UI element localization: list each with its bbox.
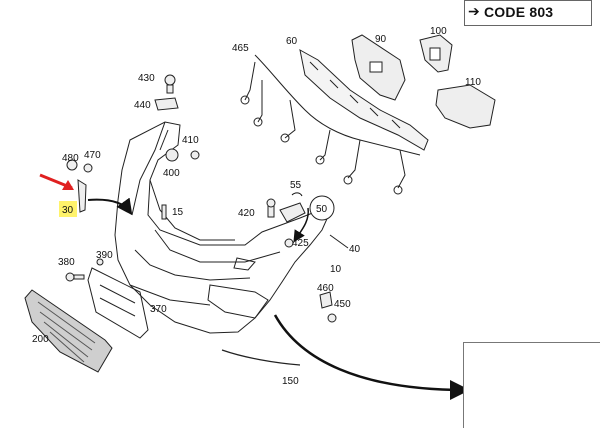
label-110: 110 <box>465 77 481 88</box>
label-430: 430 <box>138 73 155 84</box>
label-410: 410 <box>182 135 199 146</box>
label-480: 480 <box>62 153 79 164</box>
fasteners <box>65 74 349 323</box>
bumper-cover <box>114 121 331 334</box>
leader-arrow-inset <box>273 314 470 400</box>
code-label: CODE 803 <box>484 4 554 20</box>
label-440: 440 <box>134 100 151 111</box>
label-10: 10 <box>330 264 342 275</box>
license-plate-bracket <box>87 267 149 339</box>
label-50: 50 <box>316 204 328 215</box>
label-60: 60 <box>286 36 298 47</box>
label-150: 150 <box>282 376 299 387</box>
bracket-100 <box>419 34 453 73</box>
label-90: 90 <box>375 34 387 45</box>
trim-strip <box>221 349 301 366</box>
label-400: 400 <box>163 168 180 179</box>
label-450: 450 <box>334 299 351 310</box>
code-arrow-icon: ➔ <box>468 3 480 19</box>
label-100: 100 <box>430 26 447 37</box>
label-460: 460 <box>317 283 334 294</box>
label-470: 470 <box>84 150 101 161</box>
label-200: 200 <box>32 334 49 345</box>
label-370: 370 <box>150 304 167 315</box>
code-box <box>464 0 592 26</box>
bracket-90 <box>351 34 406 101</box>
inset-frame <box>463 342 600 428</box>
leader-arrow-30 <box>87 197 133 216</box>
label-380: 380 <box>58 257 75 268</box>
red-pointer-arrowhead <box>62 180 74 190</box>
label-15: 15 <box>172 207 184 218</box>
lower-grille <box>24 289 113 373</box>
label-55: 55 <box>290 180 302 191</box>
label-40: 40 <box>349 244 361 255</box>
highlight-30 <box>59 201 77 217</box>
label-30: 30 <box>62 205 74 216</box>
label-465: 465 <box>232 43 249 54</box>
callout-circle-50 <box>309 195 335 221</box>
label-425: 425 <box>292 238 309 249</box>
leader-arrow-50 <box>293 207 309 243</box>
impact-absorber <box>299 49 429 151</box>
bracket-110 <box>435 84 496 129</box>
label-390: 390 <box>96 250 113 261</box>
wiring-harness <box>240 54 421 195</box>
label-420: 420 <box>238 208 255 219</box>
leader-arrow-55 <box>291 192 303 197</box>
